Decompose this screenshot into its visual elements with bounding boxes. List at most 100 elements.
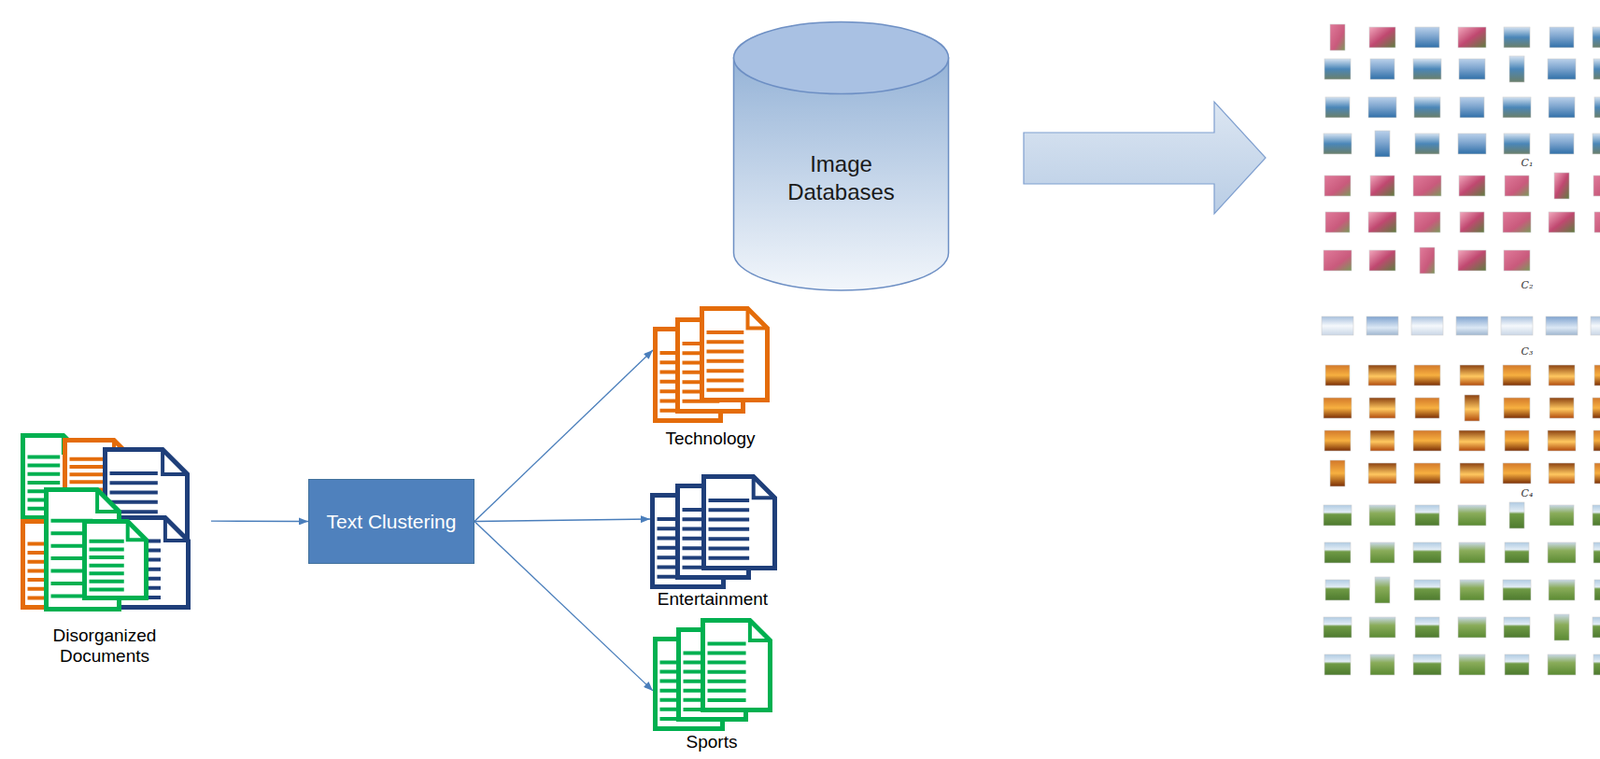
image-thumbnail: [1369, 617, 1396, 638]
text-line: [708, 556, 751, 561]
image-thumbnail: [1458, 58, 1486, 80]
image-thumbnail: [1458, 133, 1487, 155]
text-line: [110, 471, 158, 476]
text-line: [28, 481, 61, 485]
image-thumbnail: [1413, 175, 1442, 197]
image-thumbnail: [1459, 580, 1485, 601]
image-thumbnail: [1370, 654, 1395, 676]
document-icon: [704, 477, 776, 569]
text-line: [110, 491, 158, 496]
image-thumbnail: [1414, 463, 1441, 484]
image-thumbnail: [1323, 397, 1352, 419]
image-thumbnail: [1458, 27, 1487, 48]
image-thumbnail: [1594, 580, 1600, 601]
page-fold: [162, 450, 187, 475]
node-label-area: Entertainment: [650, 589, 776, 610]
image-thumbnail: [1374, 577, 1390, 604]
image-thumbnail: [1503, 27, 1530, 48]
text-line: [89, 555, 125, 560]
image-thumbnail: [1554, 614, 1570, 641]
page-fold: [750, 621, 771, 642]
image-thumbnail: [1321, 316, 1354, 336]
node-label-area: Image Databases: [732, 150, 950, 207]
image-thumbnail: [1456, 316, 1488, 336]
block-arrow: [1023, 101, 1266, 214]
image-thumbnail: [1368, 463, 1397, 484]
image-thumbnail: [1458, 654, 1486, 676]
node-label: Technology: [665, 428, 755, 450]
text-line: [707, 330, 745, 335]
connector-arrow: [474, 522, 653, 692]
text-line: [707, 388, 745, 393]
image-thumbnail: [1502, 97, 1531, 118]
page-fold: [753, 477, 776, 499]
text-line: [89, 539, 125, 544]
document-set: [655, 621, 771, 730]
image-thumbnail: [1500, 316, 1533, 336]
image-thumbnail: [1370, 58, 1395, 80]
image-thumbnail: [1547, 58, 1576, 80]
node-label: Sports: [686, 732, 738, 753]
image-thumbnail: [1549, 505, 1574, 526]
document-icon: [84, 522, 147, 599]
image-thumbnail: [1549, 27, 1574, 48]
image-thumbnail: [1502, 463, 1531, 484]
image-thumbnail: [1509, 56, 1525, 83]
image-thumbnail: [1324, 654, 1351, 676]
image-thumbnail: [1503, 617, 1530, 638]
connector-arrow: [211, 521, 309, 524]
image-thumbnail: [1458, 542, 1486, 564]
image-thumbnail: [1415, 397, 1440, 419]
image-thumbnail: [1593, 654, 1600, 676]
image-thumbnail: [1330, 460, 1346, 487]
image-thumbnail: [1325, 365, 1350, 386]
image-thumbnail: [1415, 505, 1440, 526]
image-thumbnail: [1324, 542, 1351, 564]
node-label: Image Databases: [732, 150, 950, 207]
image-thumbnail: [1459, 365, 1485, 386]
node-label-area: Sports: [652, 732, 771, 753]
image-thumbnail: [1458, 505, 1487, 526]
image-thumbnail: [1324, 175, 1351, 197]
document-icon: [703, 621, 771, 711]
text-line: [707, 661, 747, 666]
image-thumbnail: [1458, 430, 1486, 452]
text-line: [707, 641, 747, 646]
image-thumbnail: [1325, 212, 1350, 233]
image-thumbnail: [1502, 365, 1531, 386]
image-thumbnail: [1413, 654, 1442, 676]
document-icon-group: [652, 618, 771, 729]
cluster-label: C₁: [1519, 157, 1536, 170]
text-line: [707, 679, 747, 684]
document-icon-group: [650, 474, 776, 587]
image-thumbnail: [1323, 617, 1352, 638]
image-thumbnail: [1370, 175, 1395, 197]
node-label-area: Technology: [652, 428, 768, 450]
text-line: [708, 546, 751, 551]
image-thumbnail: [1459, 463, 1485, 484]
text-line: [89, 547, 125, 552]
node-label: Disorganized Documents: [39, 625, 170, 667]
page-fold: [127, 522, 147, 541]
image-thumbnail: [1459, 97, 1485, 118]
document-stack: Entertainment: [650, 474, 776, 610]
image-thumbnail: [1411, 316, 1444, 336]
image-thumbnail: [1413, 58, 1442, 80]
text-line: [708, 508, 751, 512]
image-thumbnail: [1594, 97, 1600, 118]
text-line: [110, 481, 158, 485]
image-thumbnail: [1547, 542, 1576, 564]
document-stack: Sports: [652, 618, 771, 753]
image-thumbnail: [1549, 397, 1574, 419]
process-box: Text Clustering: [308, 479, 475, 565]
image-thumbnail: [1592, 505, 1600, 526]
image-thumbnail: [1369, 505, 1396, 526]
image-thumbnail: [1503, 133, 1530, 155]
text-line: [708, 537, 751, 541]
image-thumbnail: [1413, 542, 1442, 564]
text-line: [708, 498, 751, 503]
text-line: [707, 339, 745, 344]
image-thumbnail: [1323, 505, 1352, 526]
text-line: [707, 350, 745, 354]
